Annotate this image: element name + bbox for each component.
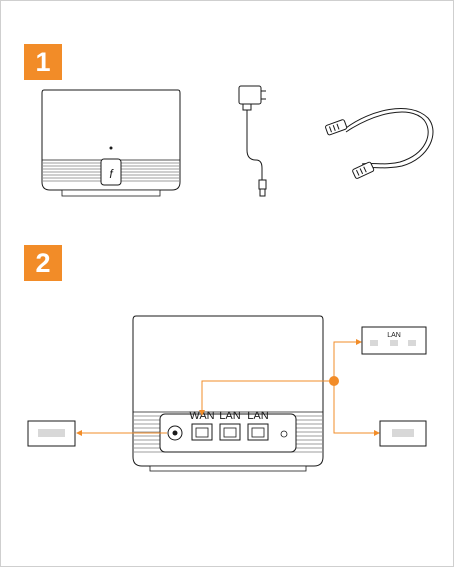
lan-port-2 (248, 424, 268, 440)
arrow-to-modem (374, 430, 380, 436)
reset-button (281, 431, 287, 437)
modem-device (380, 421, 426, 446)
port-label-lan-2: LAN (247, 410, 268, 422)
power-outlet-device (28, 421, 75, 446)
wan-port (192, 424, 212, 440)
junction-dot (329, 376, 339, 386)
arrow-to-switch (356, 339, 362, 345)
arrow-to-power-outlet (76, 430, 82, 436)
lan-switch-label: LAN (387, 332, 401, 339)
lan-switch: LAN (362, 327, 426, 354)
router-front: f (42, 90, 180, 196)
status-led (110, 147, 113, 150)
power-adapter (239, 86, 266, 196)
ethernet-cable (325, 109, 433, 180)
router-back: WAN LAN LAN (133, 316, 323, 471)
port-label-lan-1: LAN (219, 410, 240, 422)
lan-port-1 (220, 424, 240, 440)
